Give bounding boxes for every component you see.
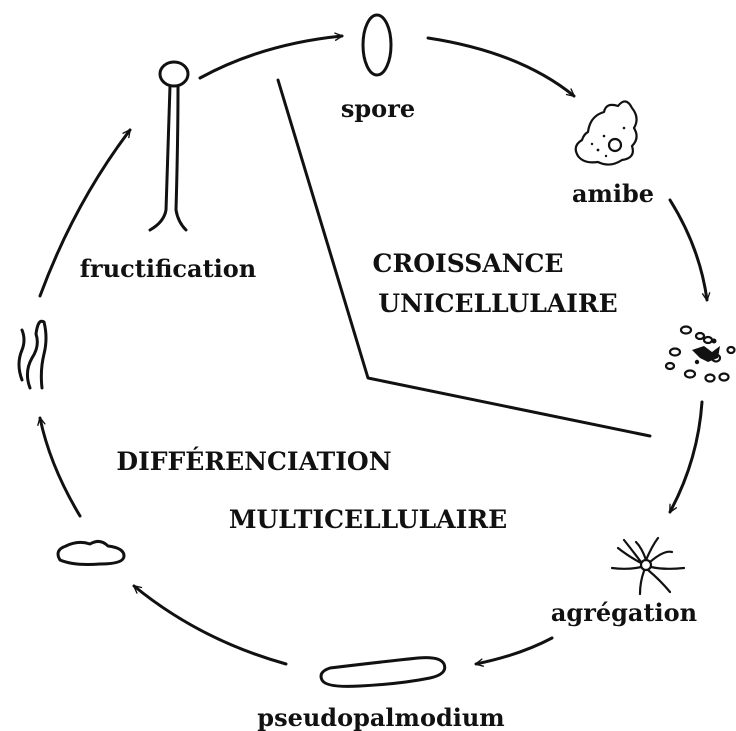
amibe-label: amibe — [572, 179, 654, 208]
fruiting-body-icon — [150, 62, 188, 230]
agregation-label: agrégation — [551, 598, 697, 627]
aggregation-star-icon — [612, 538, 684, 594]
aggregating-cells-icon — [666, 327, 735, 382]
differentiation-zone-label-line2: MULTICELLULAIRE — [229, 505, 507, 534]
arrow-fructification-to-spore — [200, 36, 342, 78]
differentiation-zone-label-line1: DIFFÉRENCIATION — [116, 447, 391, 476]
arrow-spore-to-amibe — [428, 38, 574, 96]
pseudoplasmodium-label: pseudopalmodium — [257, 703, 504, 731]
fructification-label: fructification — [80, 254, 257, 283]
spore-icon — [363, 15, 391, 75]
arrow-agregation-to-pseudoplasmodium — [476, 638, 552, 664]
spore-label: spore — [341, 94, 415, 123]
arrow-aggregation-to-agregation — [670, 402, 702, 512]
arrow-pseudoplasmodium-to-slug — [134, 586, 286, 664]
growth-zone-label-line1: CROISSANCE — [373, 249, 564, 278]
arrow-amibe-to-aggregation — [670, 200, 707, 300]
amoeba-icon — [576, 101, 637, 164]
growth-zone-label-line2: UNICELLULAIRE — [378, 289, 617, 318]
culmination-icon — [19, 321, 46, 388]
arrow-slug-to-culmination — [40, 418, 80, 516]
migrating-slug-icon — [58, 541, 124, 564]
pseudoplasmodium-icon — [321, 658, 445, 687]
